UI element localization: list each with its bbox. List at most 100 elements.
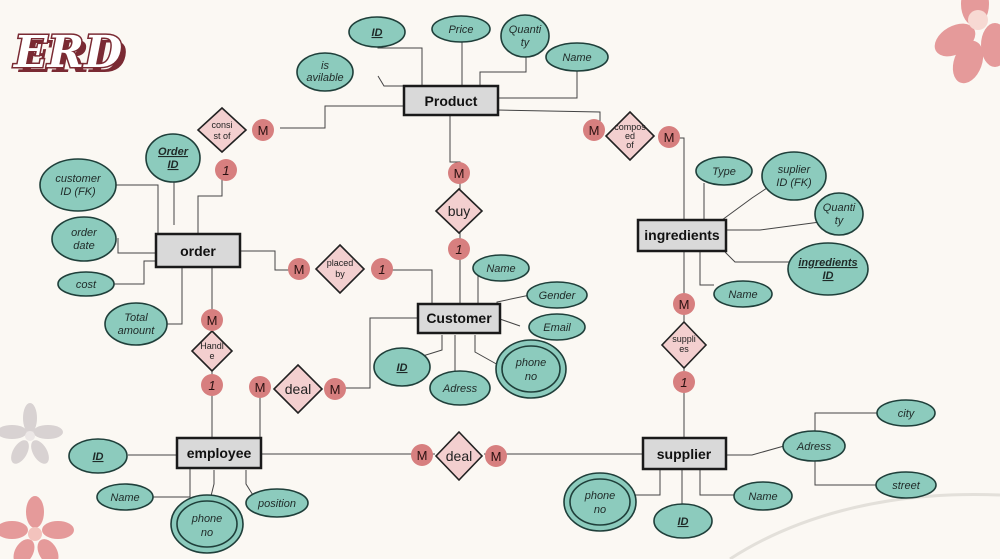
attr-product-name[interactable]: Name	[545, 42, 609, 72]
decorative-curve	[729, 492, 1000, 559]
attr-order-date[interactable]: order date	[51, 216, 117, 262]
card-supplies-many: M	[673, 293, 695, 315]
svg-text:ID: ID	[823, 270, 834, 282]
svg-text:st of: st of	[213, 131, 231, 141]
attr-product-id[interactable]: ID	[348, 16, 406, 48]
svg-text:city: city	[898, 408, 916, 420]
attr-customer-address[interactable]: Adress	[429, 370, 491, 406]
attr-ingredients-supplier-id[interactable]: suplier ID (FK)	[761, 151, 827, 201]
svg-text:M: M	[294, 262, 305, 277]
svg-text:is: is	[321, 60, 329, 72]
svg-text:e: e	[209, 351, 214, 361]
svg-text:Customer: Customer	[426, 310, 492, 326]
svg-text:Name: Name	[562, 52, 591, 64]
attr-supplier-id[interactable]: ID	[653, 503, 713, 539]
svg-text:placed: placed	[327, 258, 354, 268]
svg-text:consi: consi	[211, 120, 232, 130]
attr-employee-name[interactable]: Name	[96, 483, 154, 511]
rel-deal-employee-supplier[interactable]: deal	[434, 430, 484, 482]
attr-supplier-street[interactable]: street	[875, 471, 937, 499]
svg-text:ERD: ERD	[12, 27, 122, 78]
svg-text:Total: Total	[124, 312, 148, 324]
svg-text:Email: Email	[543, 322, 571, 334]
entity-supplier[interactable]: supplier	[641, 436, 728, 471]
svg-text:ID: ID	[93, 451, 104, 463]
svg-text:M: M	[664, 130, 675, 145]
attr-product-quantity[interactable]: Quanti ty	[500, 14, 550, 58]
svg-text:Name: Name	[110, 492, 139, 504]
attr-customer-phone[interactable]: phone no	[495, 339, 567, 399]
svg-text:no: no	[201, 527, 213, 539]
svg-text:deal: deal	[446, 448, 472, 464]
card-handle-one: 1	[201, 374, 223, 396]
attr-ingredients-name[interactable]: Name	[713, 280, 773, 308]
entity-product[interactable]: Product	[402, 84, 500, 117]
attr-order-id[interactable]: Order ID	[145, 133, 201, 183]
svg-text:phone: phone	[584, 490, 616, 502]
attr-supplier-phone[interactable]: phone no	[563, 472, 637, 532]
svg-text:ingredients: ingredients	[644, 227, 720, 243]
entity-employee[interactable]: employee	[175, 436, 263, 470]
rel-buy[interactable]: buy	[434, 187, 484, 235]
svg-text:ID (FK): ID (FK)	[60, 186, 96, 198]
svg-text:ID: ID	[678, 516, 689, 528]
rel-supplies[interactable]: suppli es	[660, 320, 708, 370]
svg-text:M: M	[255, 380, 266, 395]
flower-bottom-left-grey	[0, 403, 63, 464]
attr-customer-name[interactable]: Name	[472, 254, 530, 282]
attr-ingredients-quantity[interactable]: Quanti ty	[814, 192, 864, 236]
svg-text:ty: ty	[521, 37, 531, 49]
svg-text:by: by	[335, 269, 345, 279]
attr-product-available[interactable]: is avilable	[296, 52, 354, 92]
svg-text:customer: customer	[55, 173, 102, 185]
svg-text:Type: Type	[712, 166, 736, 178]
rel-deal-employee-customer[interactable]: deal	[272, 363, 324, 415]
entity-ingredients[interactable]: ingredients	[636, 218, 728, 253]
svg-text:M: M	[679, 297, 690, 312]
svg-text:ID: ID	[168, 159, 179, 171]
svg-text:1: 1	[455, 242, 462, 257]
attr-employee-position[interactable]: position	[245, 488, 309, 518]
attr-product-price[interactable]: Price	[431, 15, 491, 43]
attr-customer-gender[interactable]: Gender	[526, 281, 588, 309]
svg-text:of: of	[626, 140, 634, 150]
svg-text:compos: compos	[614, 122, 646, 132]
svg-text:cost: cost	[76, 279, 97, 291]
svg-text:1: 1	[378, 262, 385, 277]
card-supplies-one: 1	[673, 371, 695, 393]
svg-text:avilable: avilable	[306, 72, 343, 84]
svg-text:M: M	[417, 448, 428, 463]
attr-supplier-city[interactable]: city	[876, 399, 936, 427]
rel-composed-of[interactable]: compos ed of	[604, 110, 656, 162]
svg-text:order: order	[71, 227, 98, 239]
attr-ingredients-type[interactable]: Type	[695, 156, 753, 186]
attr-employee-phone[interactable]: phone no	[170, 494, 244, 554]
attr-ingredients-id[interactable]: ingredients ID	[787, 242, 869, 296]
attr-order-cost[interactable]: cost	[57, 271, 115, 297]
entity-order[interactable]: order	[154, 232, 242, 269]
entity-customer[interactable]: Customer	[416, 302, 502, 335]
rel-handle[interactable]: Handl e	[190, 329, 234, 373]
flower-top-right	[934, 0, 1000, 84]
card-consist-one: 1	[215, 159, 237, 181]
attr-customer-id[interactable]: ID	[373, 347, 431, 387]
svg-text:position: position	[257, 498, 296, 510]
svg-text:buy: buy	[448, 203, 471, 219]
svg-text:Gender: Gender	[539, 290, 577, 302]
attr-employee-id[interactable]: ID	[68, 438, 128, 474]
svg-text:M: M	[258, 123, 269, 138]
attr-supplier-address[interactable]: Adress	[782, 430, 846, 462]
rel-consist-of[interactable]: consi st of	[196, 106, 248, 154]
attr-supplier-name[interactable]: Name	[733, 481, 793, 511]
card-buy-many: M	[448, 162, 470, 184]
svg-text:Handl: Handl	[200, 341, 224, 351]
attr-order-customer-id[interactable]: customer ID (FK)	[39, 158, 117, 212]
svg-text:date: date	[73, 240, 94, 252]
attr-customer-email[interactable]: Email	[528, 313, 586, 341]
attr-order-total[interactable]: Total amount	[104, 302, 168, 346]
page-title: ERD ERD	[11, 26, 128, 84]
rel-placed-by[interactable]: placed by	[314, 243, 366, 295]
card-deal-customer-many-left: M	[249, 376, 271, 398]
svg-text:deal: deal	[285, 381, 311, 397]
svg-text:ty: ty	[835, 215, 845, 227]
